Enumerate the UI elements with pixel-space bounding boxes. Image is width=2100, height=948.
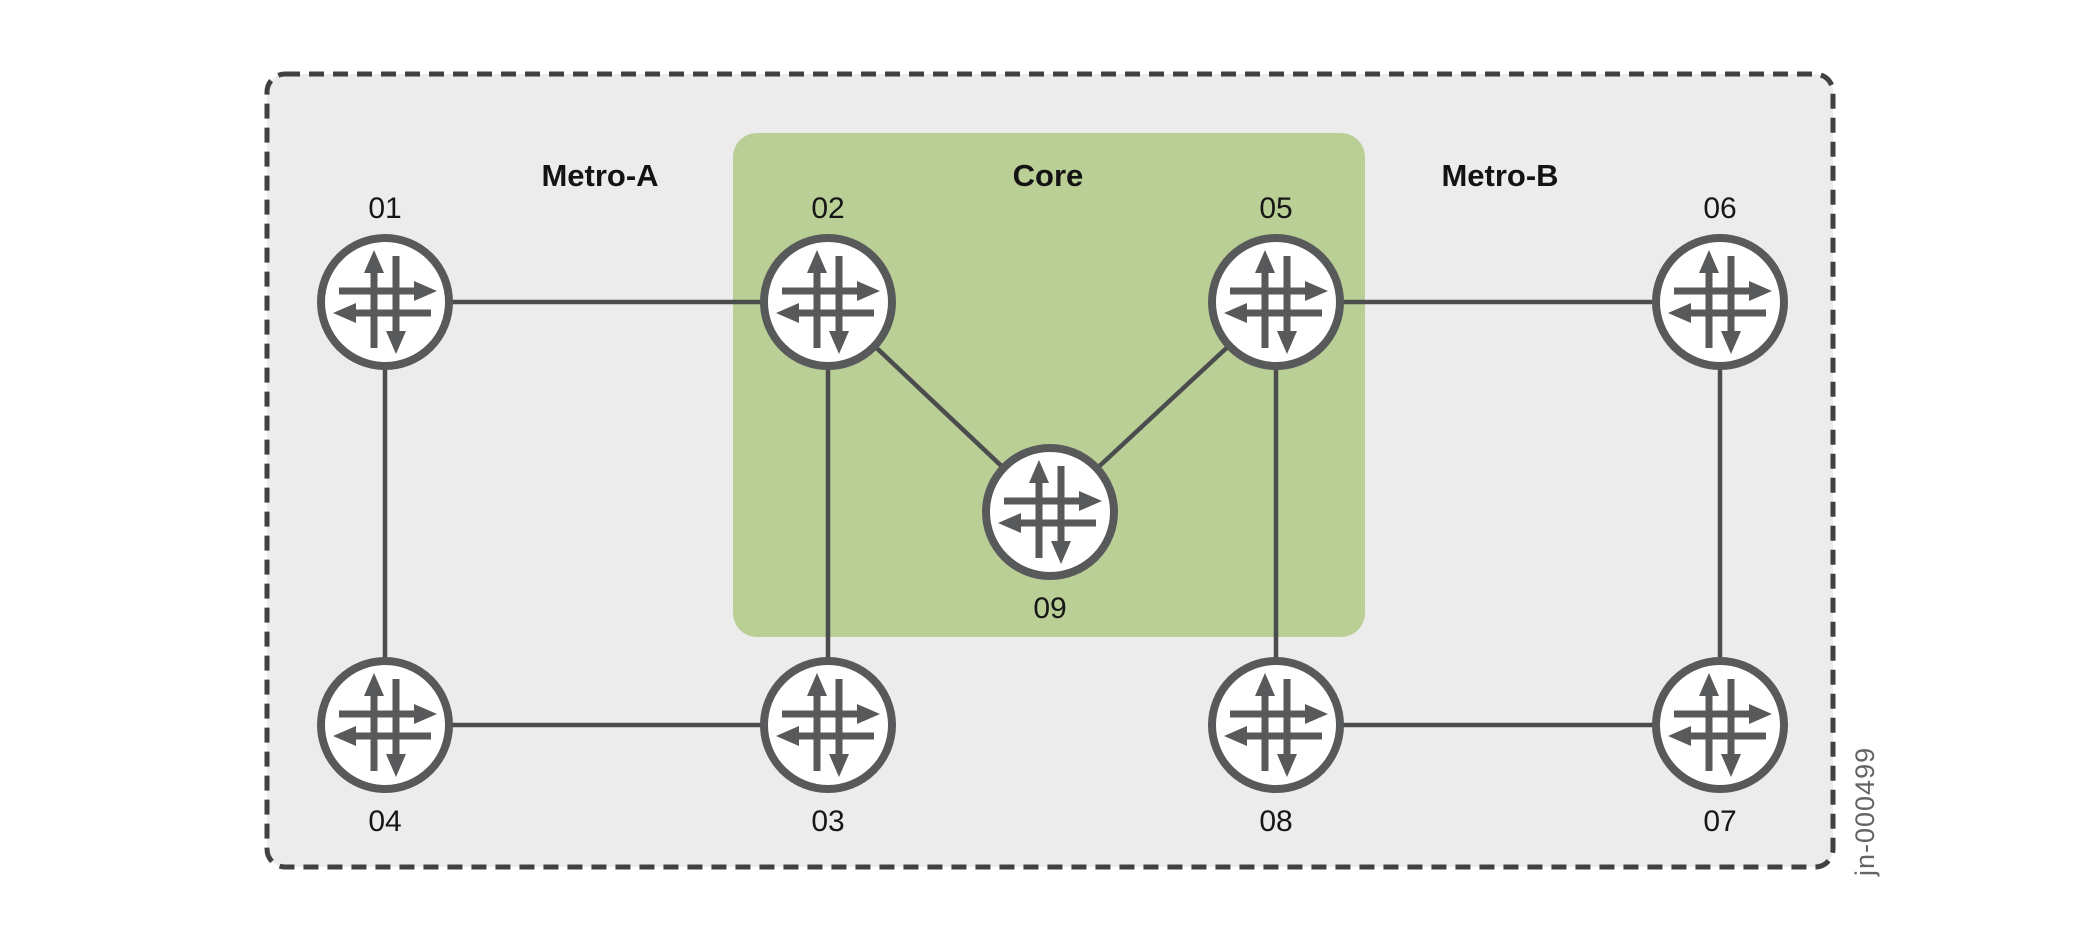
node-label-07: 07 — [1703, 805, 1736, 838]
router-icon — [986, 448, 1114, 576]
node-04 — [321, 661, 449, 789]
router-icon — [764, 661, 892, 789]
router-icon — [1656, 238, 1784, 366]
region-label-core: Core — [1013, 158, 1084, 193]
router-icon — [321, 238, 449, 366]
node-06 — [1656, 238, 1784, 366]
router-icon — [321, 661, 449, 789]
router-icon — [1656, 661, 1784, 789]
figure-watermark: jn-000499 — [1850, 747, 1880, 877]
node-label-09: 09 — [1033, 592, 1066, 625]
node-label-04: 04 — [368, 805, 401, 838]
node-09 — [986, 448, 1114, 576]
node-08 — [1212, 661, 1340, 789]
node-label-08: 08 — [1259, 805, 1292, 838]
node-label-03: 03 — [811, 805, 844, 838]
router-icon — [1212, 661, 1340, 789]
node-07 — [1656, 661, 1784, 789]
region-label-metro-a: Metro-A — [541, 158, 658, 193]
topology-nodes: 01 02 05 06 09 04 03 — [321, 192, 1784, 838]
router-icon — [764, 238, 892, 366]
region-label-metro-b: Metro-B — [1441, 158, 1558, 193]
router-icon — [1212, 238, 1340, 366]
node-label-01: 01 — [368, 192, 401, 225]
node-label-02: 02 — [811, 192, 844, 225]
node-02 — [764, 238, 892, 366]
core-region-highlight — [733, 133, 1365, 637]
node-label-06: 06 — [1703, 192, 1736, 225]
topology-links — [382, 299, 1723, 728]
node-01 — [321, 238, 449, 366]
node-03 — [764, 661, 892, 789]
node-05 — [1212, 238, 1340, 366]
node-label-05: 05 — [1259, 192, 1292, 225]
